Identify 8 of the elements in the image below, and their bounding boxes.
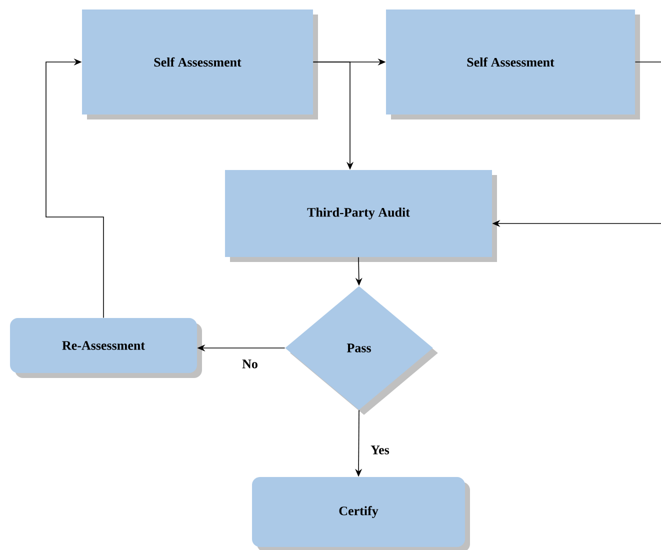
process-box: Re-Assessment	[10, 318, 202, 378]
process-box: Third-Party Audit	[225, 170, 497, 262]
process-box: Certify	[252, 477, 470, 550]
process-box: Self Assessment	[386, 10, 640, 120]
edge-label: Yes	[370, 444, 390, 456]
process-box: Self Assessment	[82, 10, 318, 120]
edge-label: No	[241, 358, 259, 370]
arrow	[46, 58, 104, 318]
